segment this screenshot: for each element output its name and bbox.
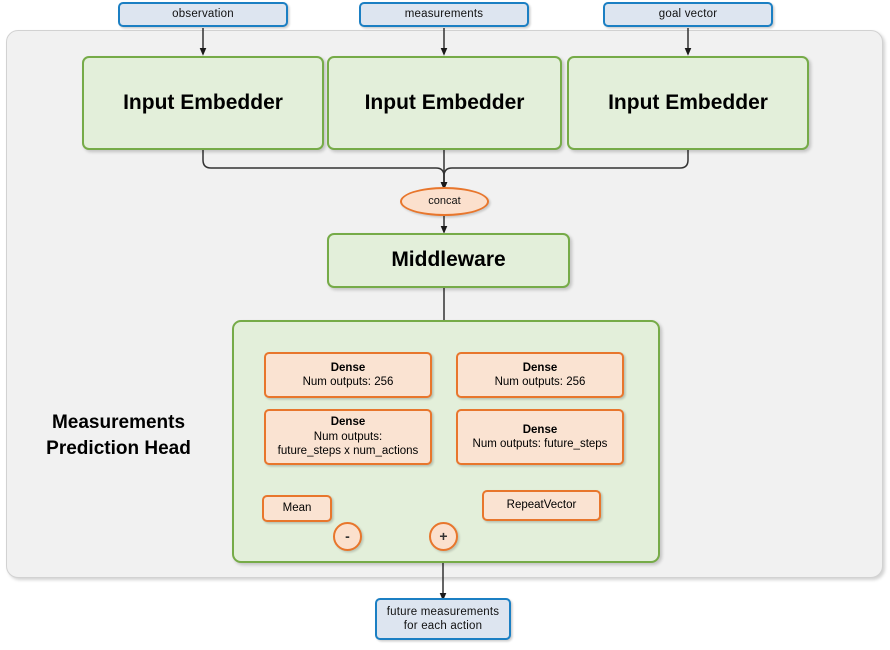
- input-chip-label: goal vector: [658, 8, 718, 21]
- dense-outputs: Num outputs: future_steps: [472, 438, 608, 450]
- input-embedder-label: Input Embedder: [608, 90, 768, 114]
- input-chip-label: measurements: [404, 8, 484, 21]
- head-label-line-2: Prediction Head: [46, 438, 191, 459]
- concat-node[interactable]: concat: [400, 187, 489, 216]
- dense-left-2[interactable]: Dense Num outputs: future_steps x num_ac…: [264, 409, 432, 465]
- output-chip-future-measurements[interactable]: future measurements for each action: [375, 598, 511, 640]
- dense-title: Dense: [330, 416, 366, 429]
- head-label-line-1: Measurements: [51, 412, 186, 434]
- input-embedder-observation[interactable]: Input Embedder: [82, 56, 324, 150]
- input-embedder-label: Input Embedder: [123, 90, 283, 114]
- add-operator-label: +: [439, 527, 448, 544]
- concat-label: concat: [428, 194, 461, 207]
- dense-title: Dense: [330, 361, 366, 374]
- input-embedder-label: Input Embedder: [364, 90, 525, 114]
- input-chip-observation[interactable]: observation: [118, 2, 288, 27]
- dense-right-2[interactable]: Dense Num outputs: future_steps: [456, 409, 624, 465]
- dense-title: Dense: [522, 361, 558, 374]
- middleware-label: Middleware: [391, 248, 506, 272]
- input-embedder-measurements[interactable]: Input Embedder: [327, 56, 562, 150]
- subtract-operator-label: -: [345, 527, 350, 544]
- input-chip-goal-vector[interactable]: goal vector: [603, 2, 773, 27]
- dense-title: Dense: [522, 423, 558, 436]
- repeat-vector-label: RepeatVector: [506, 499, 577, 512]
- dense-outputs: Num outputs: 256: [494, 376, 586, 388]
- output-chip-line-1: future measurements: [386, 605, 500, 618]
- input-chip-label: observation: [172, 8, 234, 21]
- dense-outputs: Num outputs:: [313, 430, 383, 443]
- dense-outputs: Num outputs: 256: [302, 376, 394, 388]
- add-operator[interactable]: +: [429, 522, 458, 551]
- input-chip-measurements[interactable]: measurements: [359, 2, 529, 27]
- dense-outputs-detail: future_steps x num_actions: [277, 445, 419, 458]
- dense-right-1[interactable]: Dense Num outputs: 256: [456, 352, 624, 398]
- mean-label: Mean: [282, 502, 312, 515]
- repeat-vector-block[interactable]: RepeatVector: [482, 490, 601, 521]
- dense-left-1[interactable]: Dense Num outputs: 256: [264, 352, 432, 398]
- output-chip-line-2: for each action: [403, 620, 483, 632]
- measurements-prediction-head-label: Measurements Prediction Head: [16, 405, 221, 467]
- input-embedder-goal-vector[interactable]: Input Embedder: [567, 56, 809, 150]
- mean-block[interactable]: Mean: [262, 495, 332, 522]
- subtract-operator[interactable]: -: [333, 522, 362, 551]
- middleware-block[interactable]: Middleware: [327, 233, 570, 288]
